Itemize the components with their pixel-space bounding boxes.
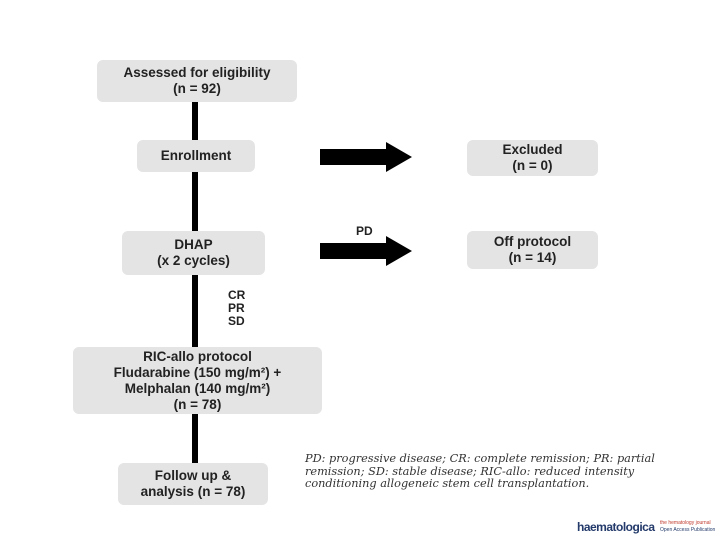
arrow-right-icon xyxy=(320,142,412,172)
logo-tagline: the hematology journal Open Access Publi… xyxy=(660,520,715,534)
sd-label: SD xyxy=(228,314,245,328)
off-protocol-label: Off protocol xyxy=(493,234,572,249)
assessed-count: (n = 92) xyxy=(173,81,221,96)
ric-box: RIC-allo protocol Fludarabine (150 mg/m²… xyxy=(73,347,322,414)
dhap-cycles: (x 2 cycles) xyxy=(157,253,230,268)
main-flow-line xyxy=(192,100,198,465)
haematologica-logo: haematologica xyxy=(577,520,655,534)
pd-label: PD xyxy=(356,224,373,238)
follow-up-count: analysis (n = 78) xyxy=(140,484,246,499)
ric-title: RIC-allo protocol xyxy=(143,348,252,364)
arrow-right-icon xyxy=(320,236,412,266)
logo-tagline-2: Open Access Publication xyxy=(660,527,716,533)
follow-up-box: Follow up & analysis (n = 78) xyxy=(118,463,268,505)
follow-up-label: Follow up & xyxy=(154,468,232,483)
dhap-label: DHAP xyxy=(174,237,213,252)
excluded-count: (n = 0) xyxy=(512,158,553,173)
assessed-label: Assessed for eligibility xyxy=(123,65,271,80)
excluded-label: Excluded xyxy=(502,142,563,157)
logo-tagline-1: the hematology journal xyxy=(660,520,711,526)
enrollment-label: Enrollment xyxy=(160,148,232,163)
enrollment-box: Enrollment xyxy=(137,140,255,172)
cr-label: CR xyxy=(228,288,246,302)
ric-count: (n = 78) xyxy=(173,396,222,412)
assessed-box: Assessed for eligibility (n = 92) xyxy=(97,60,297,102)
off-protocol-box: Off protocol (n = 14) xyxy=(467,231,598,269)
dhap-box: DHAP (x 2 cycles) xyxy=(122,231,265,275)
ric-fludarabine: Fludarabine (150 mg/m²) + xyxy=(113,364,282,380)
ric-melphalan: Melphalan (140 mg/m²) xyxy=(124,380,271,396)
pr-label: PR xyxy=(228,301,245,315)
caption: PD: progressive disease; CR: complete re… xyxy=(305,452,655,490)
excluded-box: Excluded (n = 0) xyxy=(467,140,598,176)
off-protocol-count: (n = 14) xyxy=(508,250,557,265)
